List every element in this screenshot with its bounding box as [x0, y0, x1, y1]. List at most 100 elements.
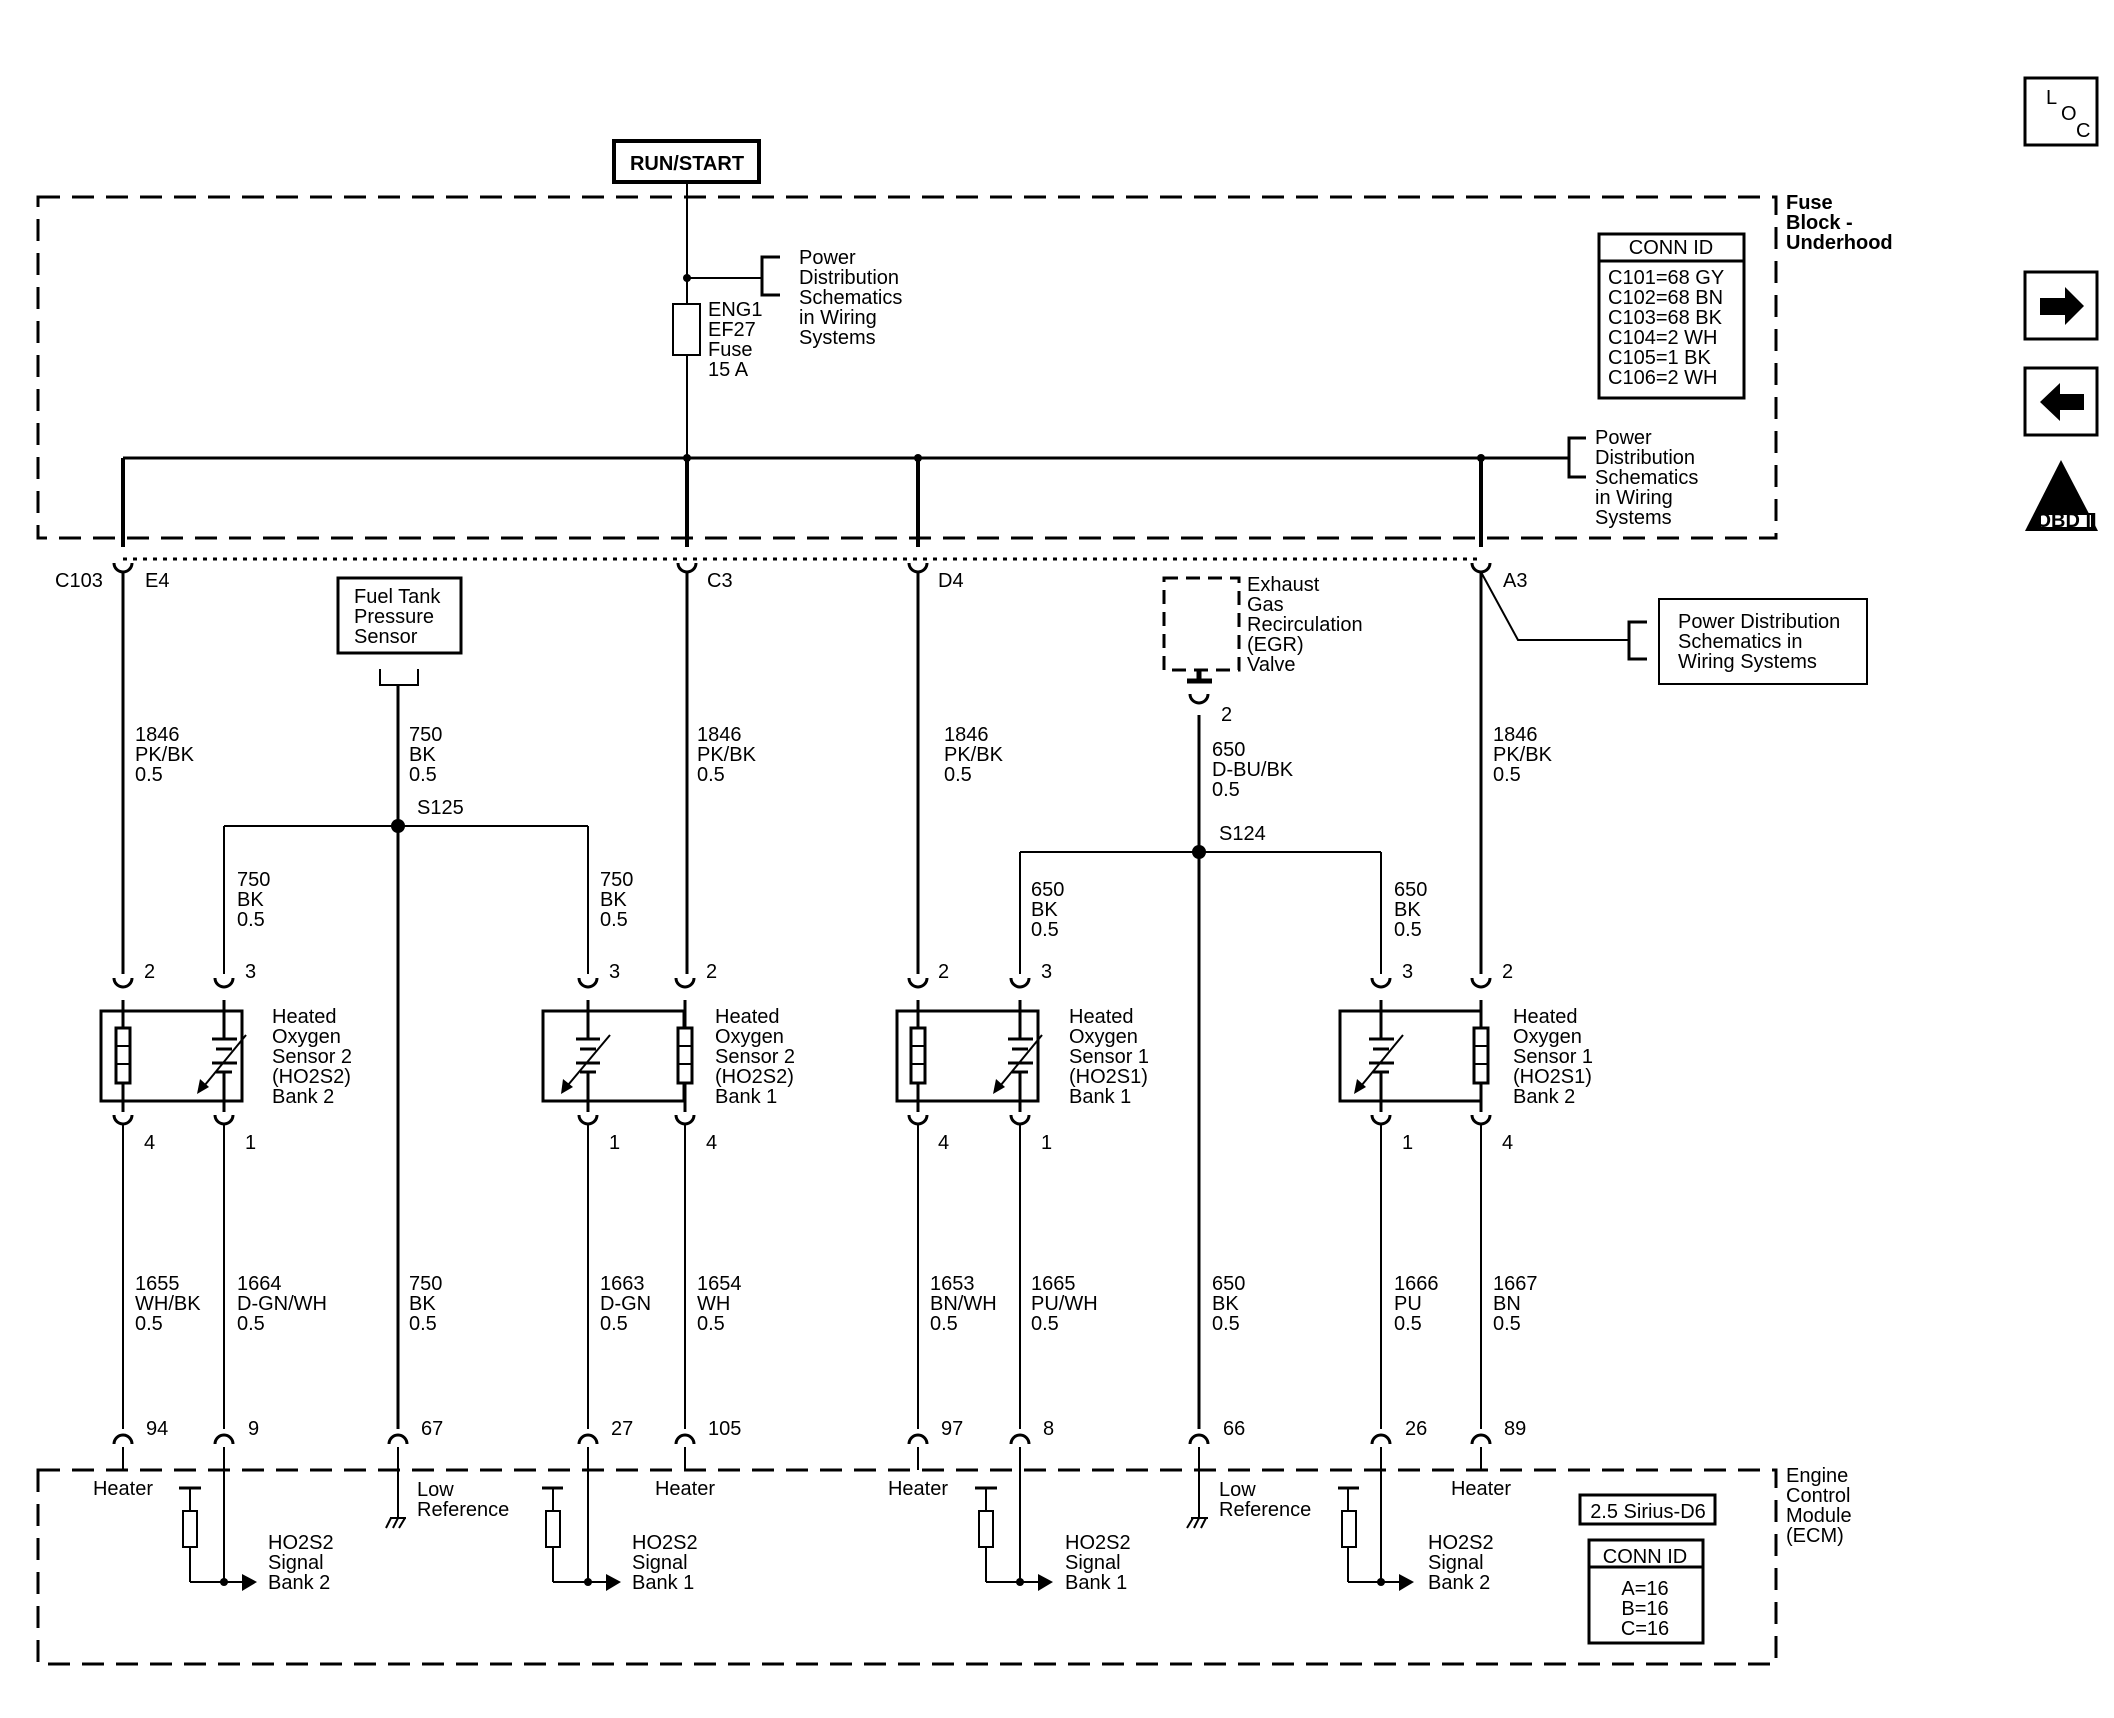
wire-label: 650: [1212, 739, 1245, 761]
pin-label: 3: [1402, 961, 1413, 983]
pin-label: 3: [609, 961, 620, 983]
wire-label: BK: [409, 744, 436, 766]
connector-terminal: [1188, 693, 1210, 705]
heater-element-icon: [114, 1026, 132, 1085]
wire-label: PU: [1394, 1293, 1422, 1315]
pd-ref-text: Distribution: [799, 267, 899, 289]
sensor-label: Bank 2: [272, 1086, 334, 1108]
egr-label: Exhaust: [1247, 574, 1320, 596]
connector-terminal: [907, 1114, 929, 1126]
variable-arrow-icon: [995, 1034, 1043, 1092]
pd-ref-text: Schematics: [799, 287, 902, 309]
variable-arrow-icon: [197, 1079, 209, 1094]
conn-id-row: C103=68 BK: [1608, 307, 1723, 329]
heater-label: Heater: [888, 1478, 948, 1500]
wire-label: 0.5: [135, 764, 163, 786]
junction-dot: [584, 1578, 592, 1586]
signal-arrow-icon: [1399, 1574, 1414, 1591]
wire-label: 1664: [237, 1273, 282, 1295]
wire-label: 0.5: [944, 764, 972, 786]
wire-label: 0.5: [409, 764, 437, 786]
ecm-conn-id-table: [1587, 1538, 1705, 1645]
splice-s124: [1192, 845, 1206, 859]
signal-label: HO2S2: [632, 1532, 698, 1554]
sensor-label: Oxygen: [272, 1026, 341, 1048]
wire-label: 0.5: [237, 1313, 265, 1335]
ecm-terminal: [112, 1433, 134, 1445]
wire-label: D-GN: [600, 1293, 651, 1315]
wire-label: 0.5: [697, 1313, 725, 1335]
fuel-tank-sensor-label: Sensor: [354, 626, 418, 648]
wire-label: PK/BK: [1493, 744, 1553, 766]
junction-dot: [1016, 1578, 1024, 1586]
fuse-label: EF27: [708, 319, 756, 341]
wire-label: 0.5: [1031, 919, 1059, 941]
connector-terminal: [112, 1114, 134, 1126]
sensor-label: (HO2S1): [1513, 1066, 1592, 1088]
ecm-terminal: [213, 1433, 235, 1445]
sensor-label: Sensor 2: [715, 1046, 795, 1068]
wire-label: BK: [1031, 899, 1058, 921]
ground-icon: [1193, 1517, 1200, 1529]
wire-label: 0.5: [1394, 919, 1422, 941]
wire-label: 0.5: [930, 1313, 958, 1335]
pin-label: 97: [941, 1418, 963, 1440]
wire-label: 1665: [1031, 1273, 1076, 1295]
wire-label: 650: [1031, 879, 1064, 901]
fuse-block-title: Fuse: [1786, 192, 1833, 214]
sensor-label: Heated: [715, 1006, 780, 1028]
sensor-label: (HO2S1): [1069, 1066, 1148, 1088]
conn-id-row: C102=68 BN: [1608, 287, 1723, 309]
wire-label: 0.5: [1212, 779, 1240, 801]
wire-label: BK: [409, 1293, 436, 1315]
wire-label: 0.5: [1031, 1313, 1059, 1335]
right-arrow-icon: [2040, 287, 2084, 325]
sensor-label: Oxygen: [715, 1026, 784, 1048]
signal-label: Signal: [1428, 1552, 1484, 1574]
heater-label: Heater: [93, 1478, 153, 1500]
conn-id-row: C106=2 WH: [1608, 367, 1718, 389]
conn-id-header: CONN ID: [1603, 1546, 1687, 1568]
signal-label: Signal: [1065, 1552, 1121, 1574]
ecm-frame: [36, 1468, 1778, 1666]
signal-label: Bank 2: [268, 1572, 330, 1594]
conn-id-row: C101=68 GY: [1608, 267, 1724, 289]
ecm-terminal: [907, 1433, 929, 1445]
pd-ref-text: in Wiring: [799, 307, 877, 329]
wire-label: 1655: [135, 1273, 180, 1295]
connector-terminal: [577, 977, 599, 989]
pd-ref-text: Distribution: [1595, 447, 1695, 469]
bracket-icon: [1627, 620, 1647, 661]
variable-arrow-icon: [561, 1079, 573, 1094]
wire-label: 0.5: [600, 1313, 628, 1335]
wire-label: 1846: [135, 724, 180, 746]
ground-icon: [385, 1517, 392, 1529]
pin-label: 67: [421, 1418, 443, 1440]
ecm-title: Module: [1786, 1505, 1852, 1527]
junction-dot: [1377, 1578, 1385, 1586]
fuel-tank-sensor-label: Fuel Tank: [354, 586, 441, 608]
pin-label: 1: [1041, 1132, 1052, 1154]
connector-terminal: [674, 977, 696, 989]
wire-label: 0.5: [237, 909, 265, 931]
fuel-tank-sensor-box: [336, 576, 463, 655]
obd-label-bg: [2039, 513, 2093, 529]
ecm-terminal: [1370, 1433, 1392, 1445]
next-page-button: [2023, 270, 2099, 341]
sensor-connector: [379, 669, 419, 686]
wire-label: 650: [1212, 1273, 1245, 1295]
signal-label: HO2S2: [268, 1532, 334, 1554]
sensor-label: Heated: [1069, 1006, 1134, 1028]
egr-valve-box: [1162, 576, 1241, 672]
wire-label: 0.5: [697, 764, 725, 786]
sensor-label: (HO2S2): [715, 1066, 794, 1088]
connector-terminal: [907, 977, 929, 989]
connector-terminal: [577, 1114, 599, 1126]
pd-ref-text: Wiring Systems: [1678, 651, 1817, 673]
wire-label: 0.5: [135, 1313, 163, 1335]
ecm-title: Control: [1786, 1485, 1850, 1507]
variable-arrow-icon: [1356, 1034, 1404, 1092]
location-icon-letter: C: [2076, 120, 2090, 142]
wire-label: PK/BK: [135, 744, 195, 766]
